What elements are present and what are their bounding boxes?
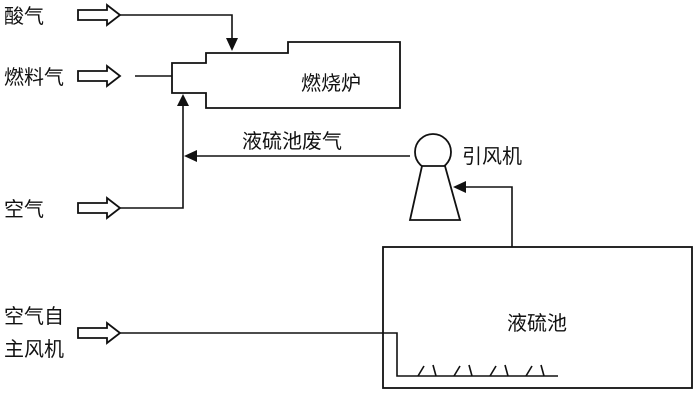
- acid-gas-label: 酸气: [4, 4, 44, 28]
- furnace-body: [171, 41, 401, 109]
- nozzle: [417, 365, 425, 377]
- furnace-label: 燃烧炉: [301, 71, 361, 95]
- air-line: [120, 106, 184, 209]
- induced-draft-fan-label: 引风机: [462, 144, 522, 168]
- fuel-gas-input-arrow: [77, 64, 122, 88]
- pit-waste-gas-arrowhead: [184, 150, 197, 162]
- air-self-fan-input-arrow: [77, 321, 122, 345]
- fuel-gas-label: 燃料气: [4, 65, 64, 89]
- fan-impeller-casing: [414, 133, 452, 171]
- nozzle: [540, 364, 545, 377]
- nozzle: [504, 364, 509, 377]
- air-label: 空气: [4, 197, 44, 221]
- nozzle: [489, 365, 497, 377]
- pit-to-fan-line: [466, 186, 513, 247]
- acid-gas-line: [120, 14, 233, 40]
- nozzle: [525, 365, 533, 377]
- nozzle: [453, 365, 461, 377]
- pit-to-fan-arrowhead: [453, 181, 466, 193]
- fan-base: [408, 165, 462, 221]
- air-self-fan-label-line1: 空气自: [4, 304, 64, 328]
- air-self-fan-label-line2: 主风机: [4, 337, 64, 361]
- nozzle: [432, 364, 437, 377]
- air-arrowhead: [177, 94, 189, 106]
- sulfur-pit-label: 液硫池: [507, 311, 567, 335]
- air-sparger-nozzles: [417, 364, 545, 377]
- air-self-fan-line: [120, 332, 558, 377]
- acid-gas-input-arrow: [77, 3, 122, 27]
- nozzle: [468, 364, 473, 377]
- acid-gas-arrowhead: [226, 38, 238, 51]
- pit-waste-gas-label: 液硫池废气: [242, 129, 342, 153]
- sulfur-pit-box: [382, 246, 693, 389]
- air-input-arrow: [77, 196, 122, 220]
